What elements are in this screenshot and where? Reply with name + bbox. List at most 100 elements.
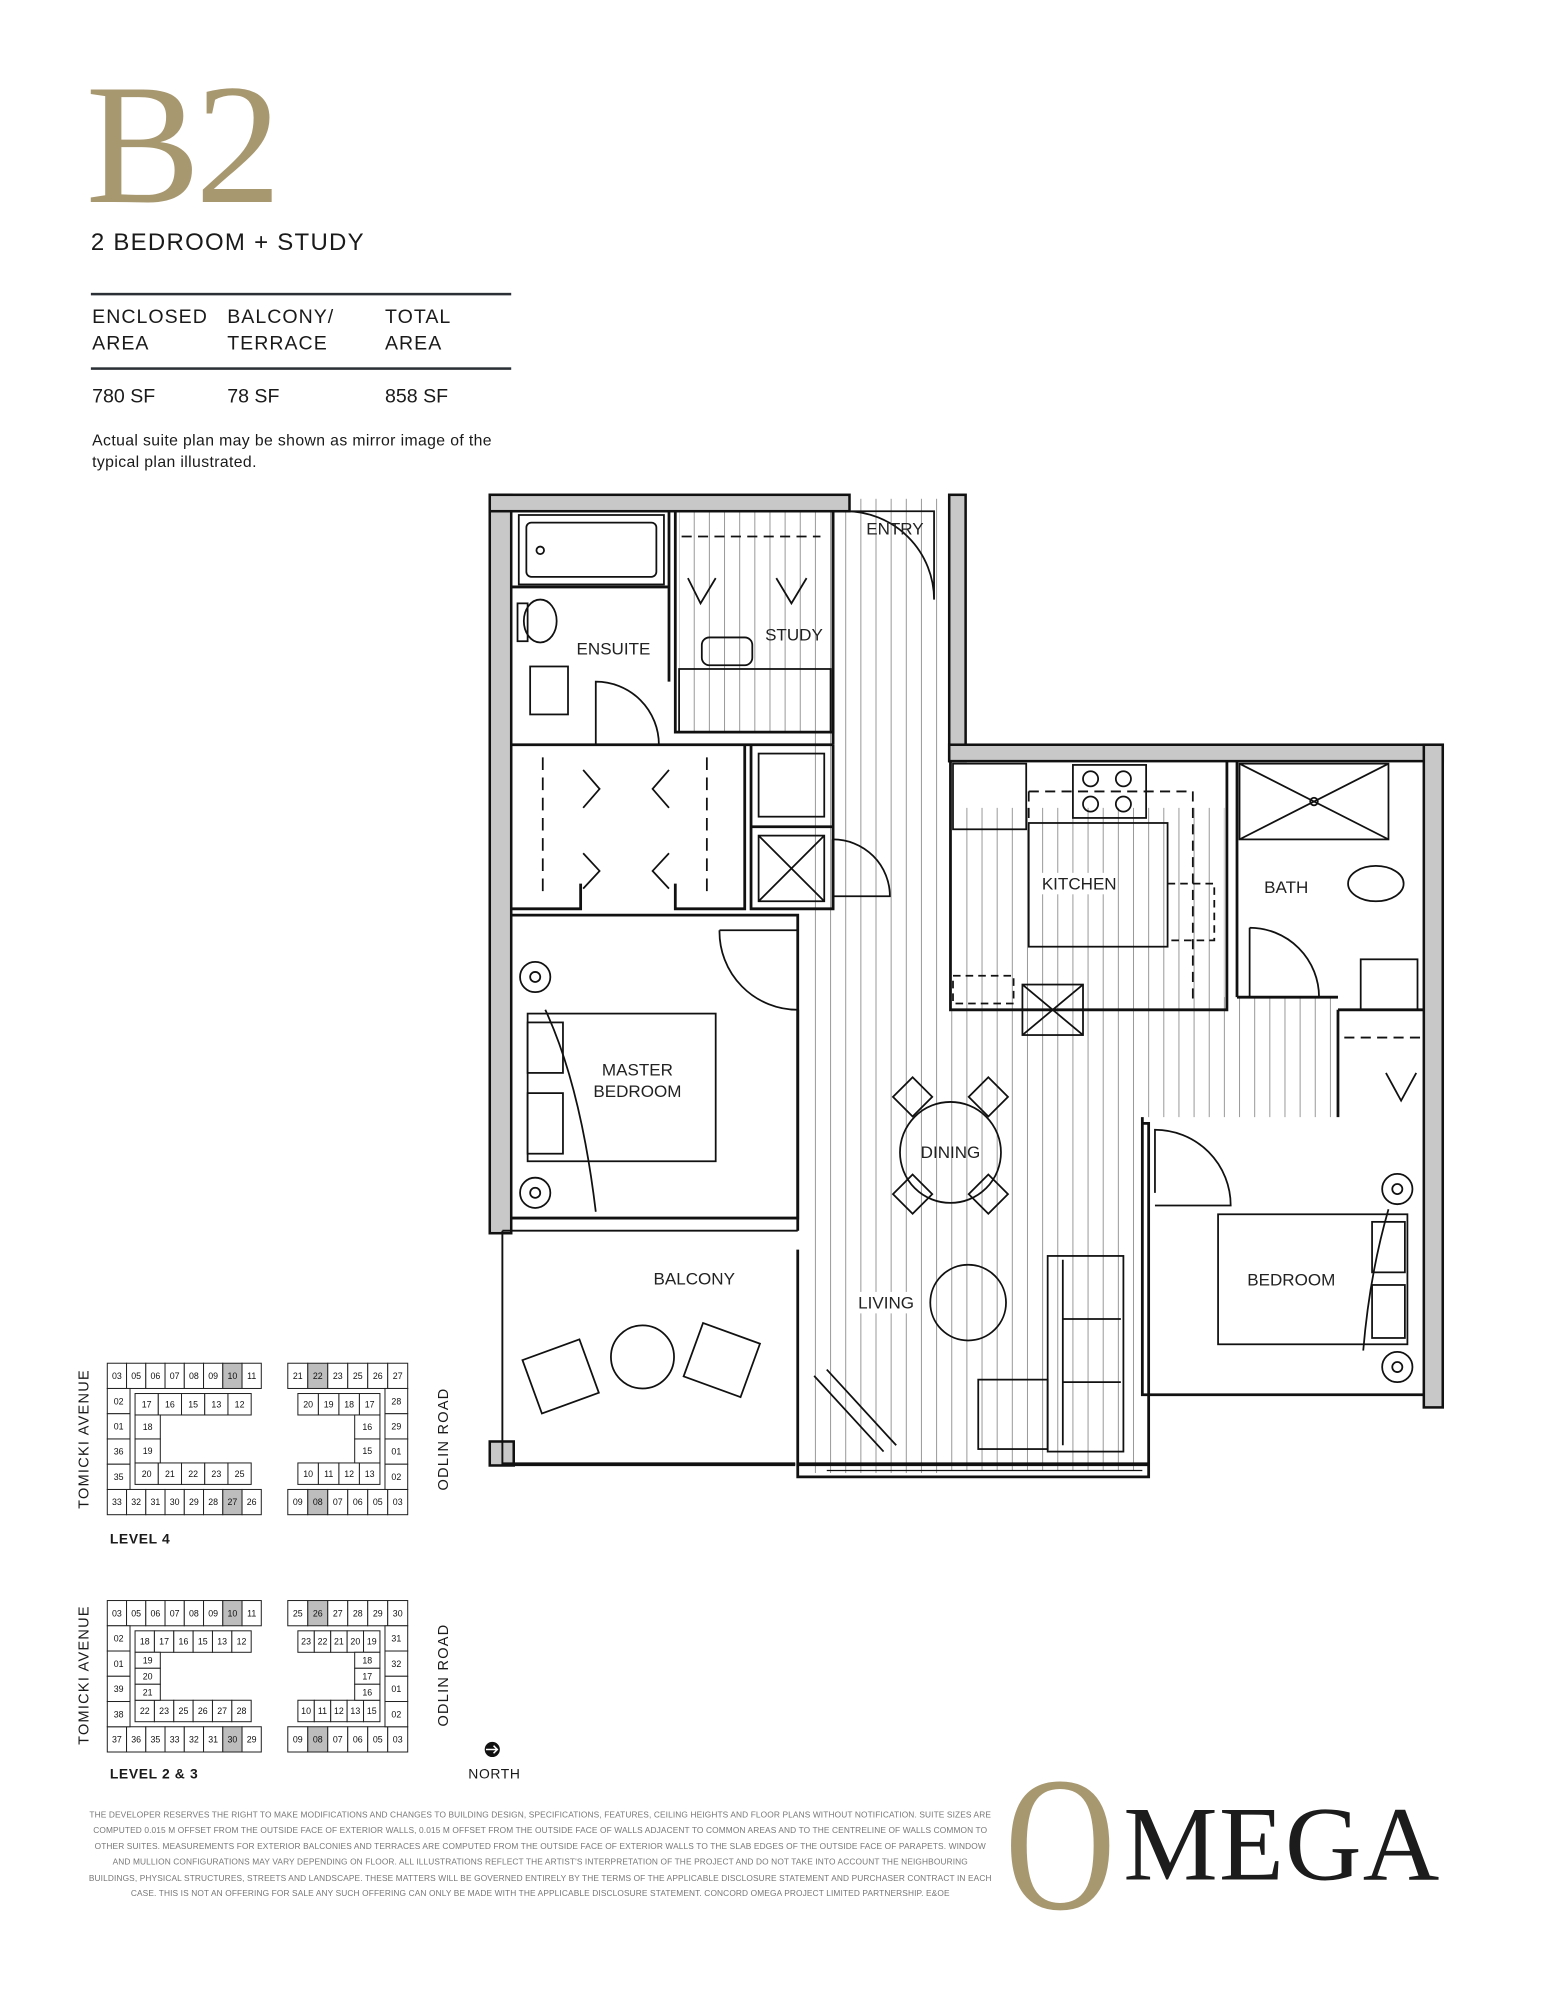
unit-cell <box>134 1683 161 1701</box>
unit-number: 13 <box>211 1399 221 1409</box>
unit-number: 11 <box>247 1371 256 1381</box>
unit-number: 09 <box>293 1497 303 1507</box>
street-label-west: TOMICKI AVENUE <box>76 1605 93 1745</box>
level-label: LEVEL 4 <box>109 1532 171 1548</box>
fridge-icon <box>952 762 1028 831</box>
legal-disclaimer: THE DEVELOPER RESERVES THE RIGHT TO MAKE… <box>88 1811 992 1899</box>
unit-number: 30 <box>393 1608 403 1618</box>
divider <box>90 292 512 296</box>
unit-number: 19 <box>143 1655 153 1665</box>
unit-number: 21 <box>143 1687 153 1697</box>
unit-number: 06 <box>353 1497 363 1507</box>
unit-number: 03 <box>112 1608 122 1618</box>
unit-number: 02 <box>391 1472 401 1482</box>
bedroom-door-swing <box>718 929 799 1011</box>
unit-number: 22 <box>188 1469 198 1479</box>
unit-number: 25 <box>235 1469 245 1479</box>
street-label-east: ODLIN ROAD <box>436 1623 452 1727</box>
unit-cell <box>384 1701 409 1728</box>
bath-toilet-icon <box>1347 865 1405 903</box>
toilet-icon <box>522 598 558 644</box>
unit-number: 26 <box>313 1608 323 1618</box>
unit-number: 27 <box>217 1706 227 1716</box>
bathtub-icon <box>517 514 665 586</box>
header-line: TOTAL <box>384 306 452 329</box>
unit-number: 06 <box>151 1608 161 1618</box>
unit-number: 03 <box>393 1735 403 1745</box>
unit-number: 12 <box>237 1637 247 1647</box>
unit-number: 23 <box>159 1706 169 1716</box>
unit-number: 18 <box>344 1399 354 1409</box>
unit-cell <box>354 1438 381 1464</box>
unit-cell <box>354 1683 381 1701</box>
street-label-west: TOMICKI AVENUE <box>76 1369 93 1509</box>
unit-number: 31 <box>391 1634 401 1644</box>
unit-number: 25 <box>179 1706 189 1716</box>
unit-number: 33 <box>112 1497 122 1507</box>
unit-number: 37 <box>112 1735 122 1745</box>
unit-number: 26 <box>247 1497 257 1507</box>
unit-number: 21 <box>293 1371 303 1381</box>
unit-number: 16 <box>362 1422 372 1432</box>
interior-walls <box>501 511 1424 1479</box>
street-label-east: ODLIN ROAD <box>436 1387 452 1491</box>
unit-number: 22 <box>318 1637 328 1647</box>
logo-wordmark: MEGA <box>1123 1786 1441 1904</box>
unit-number: 38 <box>114 1709 124 1719</box>
area-header-balcony: BALCONY/TERRACE <box>227 304 334 357</box>
unit-number: 19 <box>143 1446 153 1456</box>
unit-number: 15 <box>362 1446 372 1456</box>
unit-cell <box>227 1393 252 1416</box>
enclosed-area-value: 780 SF <box>92 386 156 408</box>
unit-number: 28 <box>353 1608 363 1618</box>
kitchen-sink-icon <box>1021 983 1084 1036</box>
header-line: AREA <box>92 333 150 355</box>
total-area-value: 858 SF <box>384 386 449 408</box>
divider <box>90 367 512 370</box>
unit-number: 12 <box>344 1469 354 1479</box>
unit-number: 20 <box>350 1637 360 1647</box>
unit-number: 25 <box>293 1608 303 1618</box>
unit-number: 15 <box>198 1637 208 1647</box>
balcony-chair-icon <box>682 1321 762 1399</box>
unit-cell <box>106 1701 131 1728</box>
unit-number: 10 <box>303 1469 313 1479</box>
unit-number: 18 <box>362 1655 372 1665</box>
unit-number: 15 <box>367 1706 377 1716</box>
unit-number: 16 <box>165 1399 175 1409</box>
unit-number: 19 <box>367 1637 377 1647</box>
unit-number: 08 <box>189 1608 199 1618</box>
unit-number: 36 <box>131 1735 141 1745</box>
unit-cell <box>227 1462 252 1485</box>
chair-icon <box>700 636 754 667</box>
balcony-area-value: 78 SF <box>227 386 280 408</box>
shower-icon <box>1238 762 1390 841</box>
unit-number: 13 <box>350 1706 360 1716</box>
header-line: BALCONY/ <box>227 306 335 329</box>
unit-number: 03 <box>393 1497 403 1507</box>
unit-number: 02 <box>114 1634 124 1644</box>
unit-cell <box>134 1438 161 1464</box>
unit-number: 36 <box>114 1447 124 1457</box>
unit-number: 32 <box>189 1735 199 1745</box>
unit-cell <box>231 1630 252 1653</box>
unit-number: 29 <box>391 1421 401 1431</box>
unit-number: 39 <box>114 1684 124 1694</box>
unit-cell <box>241 1600 262 1627</box>
unit-number: 01 <box>114 1421 124 1431</box>
unit-number: 01 <box>391 1684 401 1694</box>
unit-number: 33 <box>170 1735 180 1745</box>
header-line: TERRACE <box>227 333 328 355</box>
unit-number: 01 <box>391 1447 401 1457</box>
unit-number: 17 <box>362 1671 372 1681</box>
unit-number: 18 <box>143 1422 153 1432</box>
header-line: AREA <box>384 333 443 355</box>
dining-table-icon <box>899 1101 1002 1204</box>
balcony-table-icon <box>610 1324 675 1390</box>
area-header-total: TOTAL AREA <box>385 304 451 357</box>
unit-number: 23 <box>333 1371 343 1381</box>
unit-number: 10 <box>227 1371 237 1381</box>
